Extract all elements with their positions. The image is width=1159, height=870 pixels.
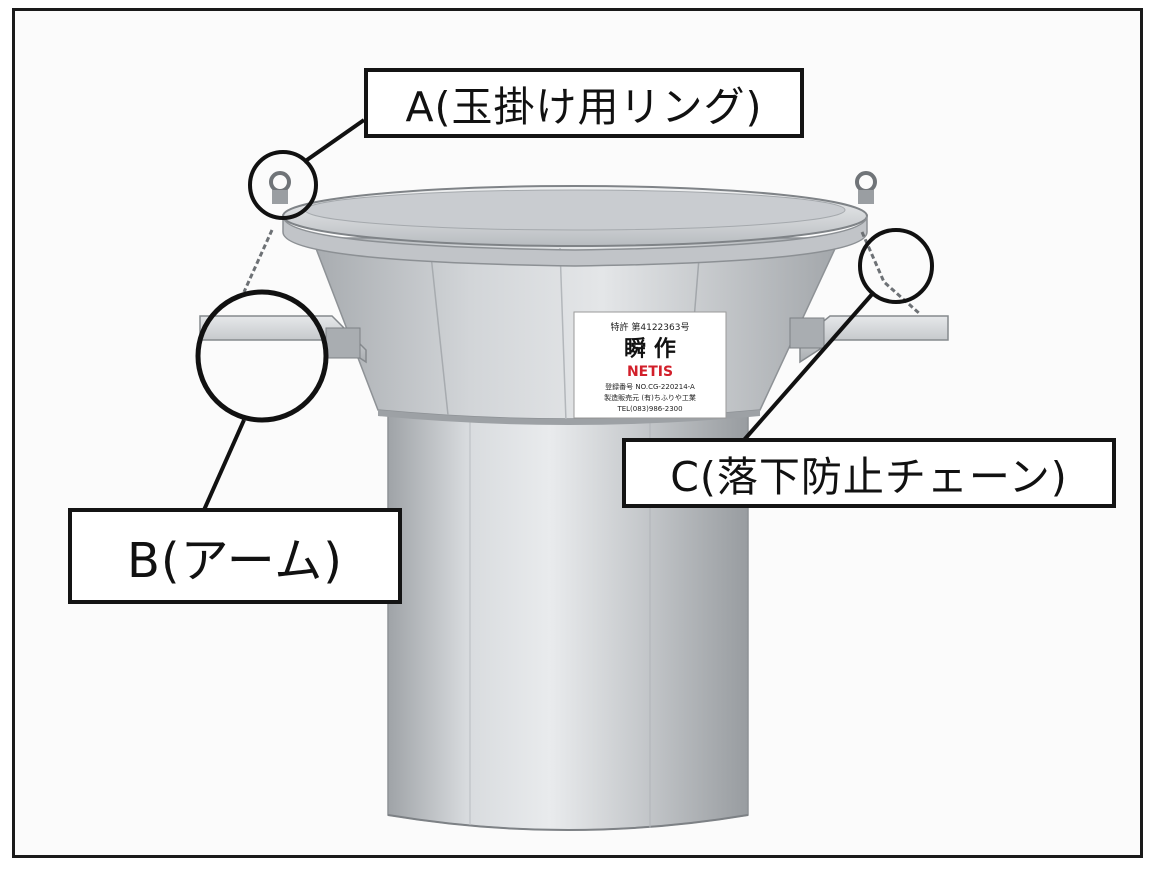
hopper-rim <box>282 185 868 267</box>
callout-circle-b <box>195 289 329 423</box>
sticker-tel: TEL(083)986-2300 <box>616 405 682 413</box>
lifting-ring-left <box>269 171 291 204</box>
leader-line-b <box>202 419 246 511</box>
label-b-arm: B(アーム) <box>68 508 402 604</box>
sticker-reg: 登録番号 NO.CG-220214-A <box>605 382 695 391</box>
product-sticker: 特許 第4122363号 瞬 作 NETIS 登録番号 NO.CG-220214… <box>573 311 727 419</box>
callout-circle-c <box>858 228 934 304</box>
arm-left <box>199 315 367 364</box>
leader-line-a <box>302 118 366 164</box>
label-c-safety-chain: C(落下防止チェーン) <box>622 438 1116 508</box>
safety-chain-right <box>860 231 921 316</box>
arm-right <box>789 315 949 364</box>
leader-line-c <box>742 290 876 442</box>
sticker-patent: 特許 第4122363号 <box>611 321 690 333</box>
lifting-ring-right <box>855 171 877 204</box>
label-a-lifting-ring: A(玉掛け用リング) <box>364 68 804 138</box>
sticker-brand: 瞬 作 <box>624 337 676 362</box>
hopper-cylinder <box>387 411 749 831</box>
sticker-netis: NETIS <box>627 364 673 380</box>
callout-circle-a <box>248 150 318 220</box>
sticker-maker: 製造販売元 (有)ちふりや工業 <box>604 393 696 402</box>
safety-chain-left <box>242 229 274 293</box>
